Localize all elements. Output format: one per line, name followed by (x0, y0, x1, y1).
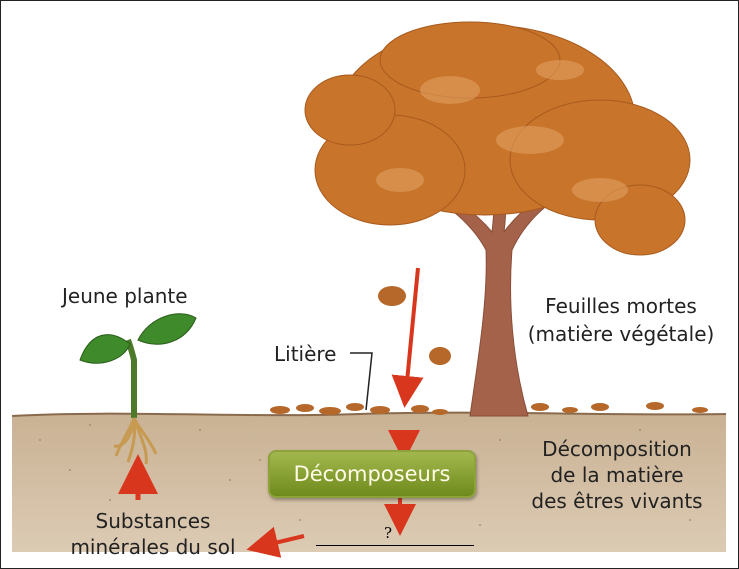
plant-stem (128, 340, 134, 418)
decomposition-label: Décomposition de la matière des êtres vi… (506, 436, 728, 514)
plant-leaf-right (138, 314, 196, 344)
young-plant-label: Jeune plante (62, 284, 188, 308)
minerals-label: Substances minérales du sol (62, 508, 244, 560)
decomposers-box: Décomposeurs (268, 450, 476, 498)
falling-leaf (378, 286, 406, 306)
decomposers-label: Décomposeurs (294, 462, 451, 486)
falling-leaf (429, 347, 451, 365)
dead-leaves-line1: Feuilles mortes (510, 292, 732, 320)
decomposition-line1: Décomposition (506, 436, 728, 462)
decomposition-line3: des êtres vivants (506, 488, 728, 514)
answer-blank-line[interactable] (316, 545, 474, 546)
decomposition-line2: de la matière (506, 462, 728, 488)
dead-leaves-label: Feuilles mortes (matière végétale) (510, 292, 732, 348)
litter-label: Litière (274, 342, 337, 366)
arrow-leaves-fall (406, 268, 418, 392)
minerals-line2: minérales du sol (62, 534, 244, 560)
plant-leaf-left (80, 335, 130, 363)
minerals-line1: Substances (62, 508, 244, 534)
dead-leaves-line2: (matière végétale) (510, 320, 732, 348)
litter-pointer-line (350, 353, 372, 410)
question-mark: ? (384, 524, 392, 542)
